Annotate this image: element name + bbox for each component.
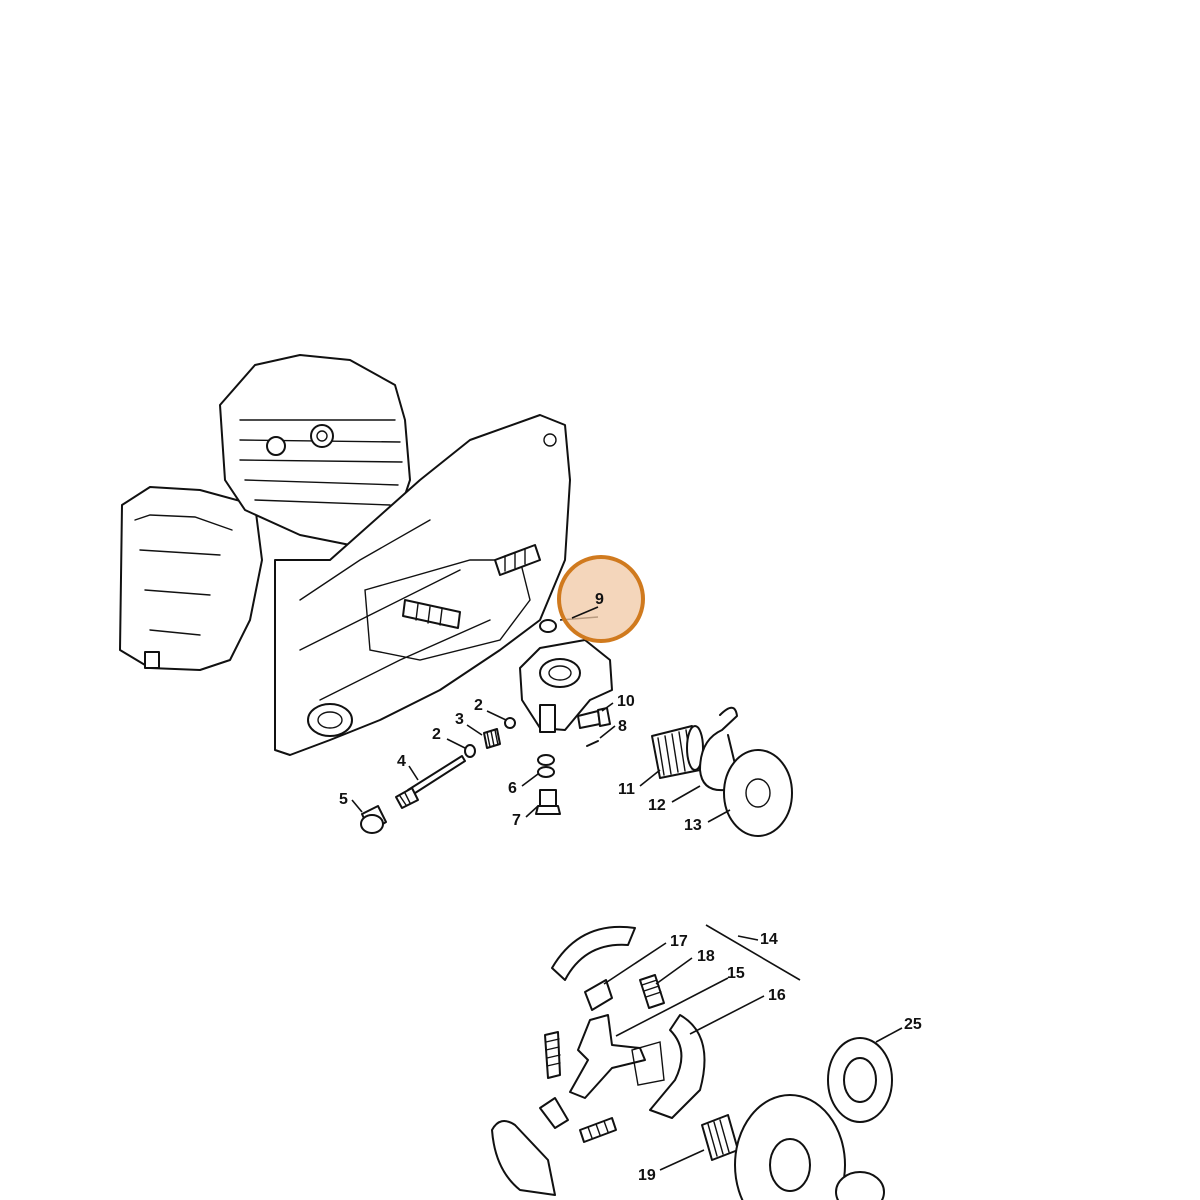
mounting-stud-upper <box>494 544 541 576</box>
callout-11: 11 <box>618 781 635 798</box>
callout-17: 17 <box>670 933 688 950</box>
callout-10: 10 <box>617 693 635 710</box>
clutch-shoe-16 <box>649 1014 706 1119</box>
callout-13: 13 <box>684 817 702 834</box>
o-ring-2a <box>504 717 516 729</box>
rim-sprocket-25 <box>827 1037 893 1123</box>
callout-18: 18 <box>697 948 715 965</box>
spring-left <box>544 1031 561 1079</box>
highlight-circle[interactable] <box>557 555 645 643</box>
highlight-hotspot-9[interactable]: 9 <box>557 555 645 643</box>
callout-8: 8 <box>618 718 627 735</box>
clutch-hub-15 <box>569 1014 646 1099</box>
callout-7: 7 <box>512 812 521 829</box>
sprocket-lower <box>835 1171 885 1200</box>
washer-13 <box>723 749 793 837</box>
clip-lower <box>631 1041 665 1086</box>
callout-14: 14 <box>760 931 778 948</box>
callout-2a: 2 <box>474 697 483 714</box>
needle-cage-19 <box>701 1114 739 1161</box>
callout-15: 15 <box>727 965 745 982</box>
washer-9 <box>539 619 557 633</box>
worm-11 <box>651 725 704 779</box>
callout-labels: 2 2 3 4 5 6 7 8 10 11 12 13 14 15 16 17 … <box>339 693 922 1184</box>
spring-bottom <box>579 1117 617 1143</box>
callout-3: 3 <box>455 711 464 728</box>
clutch-shoe-lower <box>491 1120 556 1196</box>
callout-19: 19 <box>638 1167 656 1184</box>
clutch-shoe-upper <box>551 925 636 981</box>
callout-5: 5 <box>339 791 348 808</box>
callout-2b: 2 <box>432 726 441 743</box>
mounting-stud-lower <box>402 599 461 629</box>
spring-18 <box>639 974 665 1009</box>
callout-9: 9 <box>595 591 604 608</box>
oil-pump <box>519 639 613 733</box>
washers-6 <box>537 754 555 778</box>
sleeve-5 <box>360 805 387 834</box>
bolt-7 <box>535 789 561 815</box>
callout-4: 4 <box>397 753 406 770</box>
plunger-4 <box>395 755 466 809</box>
clutch-drum <box>734 1094 846 1200</box>
callout-6: 6 <box>508 780 517 797</box>
screw-10 <box>577 707 611 729</box>
callout-25: 25 <box>904 1016 922 1033</box>
callout-12: 12 <box>648 797 666 814</box>
clip-17 <box>584 979 613 1011</box>
spring-3 <box>483 728 501 749</box>
callout-16: 16 <box>768 987 786 1004</box>
clip-left <box>539 1097 569 1129</box>
pin-8 <box>586 740 599 747</box>
engine-housing <box>119 354 571 756</box>
o-ring-2b <box>464 744 476 758</box>
